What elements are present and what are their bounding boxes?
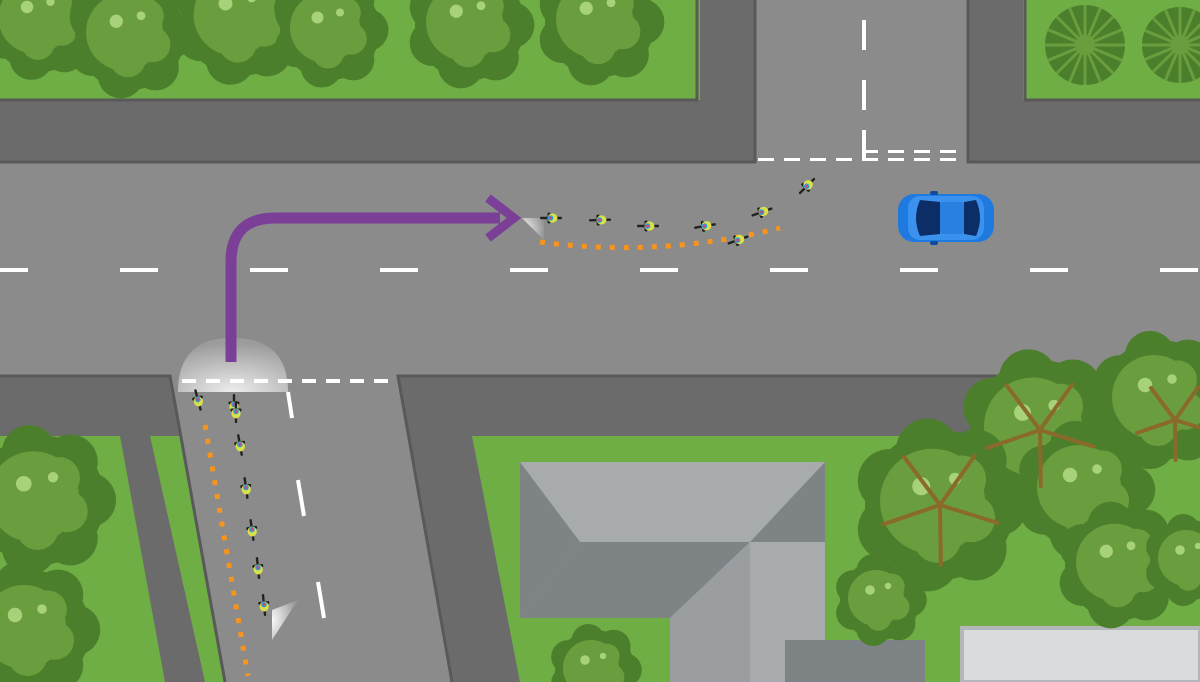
tree-icon [551, 623, 642, 682]
lane-dash [510, 268, 548, 272]
give-way-line-north [758, 150, 956, 161]
side-street-centre-line [862, 20, 866, 160]
main-road [0, 162, 1200, 376]
give-way-dash [326, 379, 340, 383]
shrubs-north-east [1045, 5, 1200, 85]
side-street-north [755, 0, 968, 162]
tree-icon [0, 425, 117, 575]
tree-icon [176, 0, 308, 85]
tree-icon [836, 553, 927, 647]
lane-dash [316, 581, 326, 619]
trees-south-west [0, 425, 117, 682]
tree-icon [857, 418, 1028, 592]
tree-branches [984, 382, 1096, 488]
minor-road-footpath-east [398, 376, 520, 682]
side-street-north-footpath-west [700, 0, 755, 162]
tree-icon [409, 0, 535, 89]
give-way-dash [888, 158, 904, 161]
tree-icon [0, 560, 101, 682]
tree-branches [881, 453, 1000, 567]
tree-icon [1146, 513, 1200, 607]
house-roof [520, 462, 925, 682]
garage-roof [960, 626, 1200, 682]
tree-icon [69, 0, 195, 99]
give-way-dash [810, 158, 826, 161]
give-way-dash [862, 158, 878, 161]
lane-dash [862, 130, 866, 160]
give-way-dash [350, 379, 364, 383]
give-way-dash [836, 158, 852, 161]
lane-dash [1160, 268, 1198, 272]
give-way-dash [374, 379, 388, 383]
minor-road-rider-trail [202, 424, 251, 677]
give-way-dash [758, 158, 774, 161]
give-way-dash [888, 150, 904, 153]
light-cone [178, 338, 288, 392]
give-way-dash [862, 150, 878, 153]
give-way-dash [940, 158, 956, 161]
lane-dash [900, 268, 938, 272]
lane-dash [120, 268, 158, 272]
arrow-head [485, 194, 522, 242]
shrub-icon [1045, 5, 1125, 85]
trail-rider-beam [272, 600, 298, 640]
lane-dash [862, 80, 866, 110]
lane-dash [286, 391, 294, 419]
give-way-dash [914, 158, 930, 161]
lane-dash [250, 268, 288, 272]
shrub-icon [1142, 7, 1200, 83]
give-way-dash [784, 158, 800, 161]
tree-icon [539, 0, 665, 86]
lane-dash [640, 268, 678, 272]
lane-dash [862, 20, 866, 50]
main-road-rider-trail [539, 225, 781, 251]
right-turn-arrow-icon [225, 212, 500, 362]
lane-dash [0, 268, 28, 272]
lane-dash [770, 268, 808, 272]
lane-dash [296, 479, 306, 517]
side-street-north-footpath-east [968, 0, 1023, 162]
minor-road-centre-line [286, 391, 326, 619]
lane-dash [380, 268, 418, 272]
give-way-dash [302, 379, 316, 383]
centre-line [0, 268, 1198, 272]
give-way-dash [940, 150, 956, 153]
car-topdown-icon [898, 191, 994, 245]
trees-north [0, 0, 665, 99]
tree-branches [1135, 385, 1200, 462]
tree-icon [275, 0, 389, 88]
lane-dash [1030, 268, 1068, 272]
trees-south-east [551, 330, 1200, 682]
give-way-dash [914, 150, 930, 153]
north-footpath [0, 100, 755, 162]
lead-rider-beam [522, 218, 544, 240]
